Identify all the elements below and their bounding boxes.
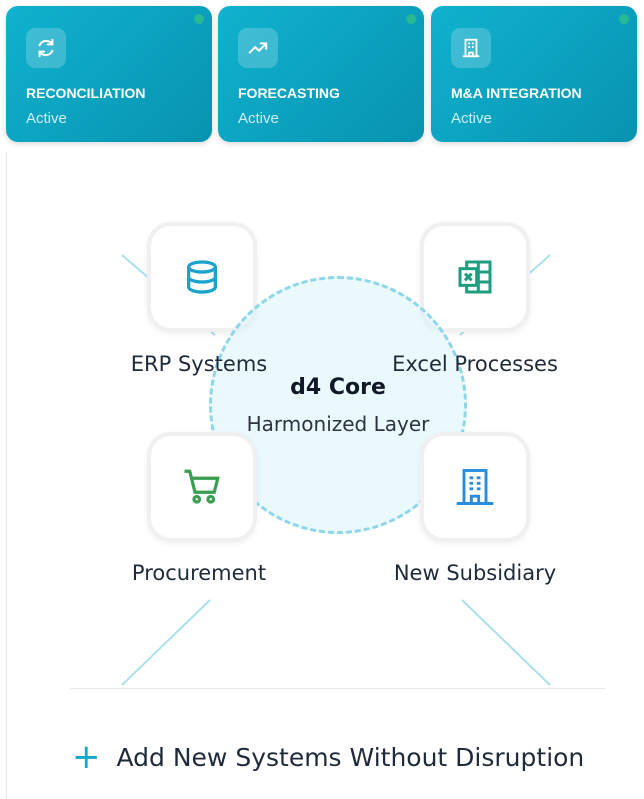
core-subtitle: Harmonized Layer [246, 412, 430, 436]
card-title: M&A INTEGRATION [451, 85, 582, 101]
core-title: d4 Core [290, 375, 386, 400]
node-excel-processes[interactable] [420, 222, 530, 332]
database-icon [187, 260, 217, 294]
plus-icon: + [72, 737, 101, 777]
card-status: Active [26, 110, 67, 127]
status-dot [194, 14, 204, 24]
card-title: RECONCILIATION [26, 85, 146, 101]
status-dot [619, 14, 629, 24]
cart-icon [184, 469, 220, 504]
excel-icon [458, 260, 492, 294]
add-systems-button[interactable]: + Add New Systems Without Disruption [72, 740, 584, 774]
building-icon [451, 28, 491, 68]
divider [6, 152, 7, 799]
trending-up-icon [238, 28, 278, 68]
refresh-icon [26, 28, 66, 68]
divider [70, 688, 605, 689]
node-erp-systems[interactable] [147, 222, 257, 332]
status-dot [406, 14, 416, 24]
card-forecasting[interactable]: FORECASTING Active [218, 6, 424, 142]
add-systems-label: Add New Systems Without Disruption [116, 742, 585, 772]
card-title: FORECASTING [238, 85, 340, 101]
node-new-subsidiary[interactable] [420, 432, 530, 542]
building-icon [456, 469, 494, 505]
card-status: Active [238, 110, 279, 127]
node-label: Procurement [131, 561, 267, 585]
node-label: New Subsidiary [393, 561, 557, 585]
node-procurement[interactable] [147, 432, 257, 542]
node-label: Excel Processes [392, 352, 558, 376]
card-reconciliation[interactable]: RECONCILIATION Active [6, 6, 212, 142]
card-status: Active [451, 110, 492, 127]
card-ma-integration[interactable]: M&A INTEGRATION Active [431, 6, 637, 142]
node-label: ERP Systems [130, 352, 268, 376]
